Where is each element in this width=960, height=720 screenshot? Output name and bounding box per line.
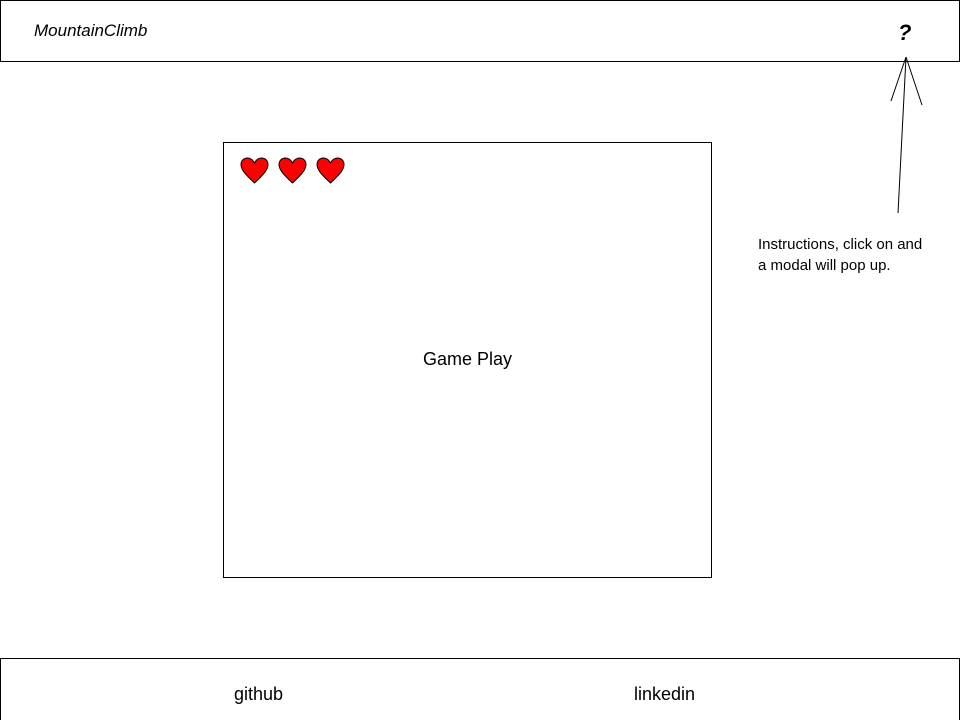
lives-display bbox=[240, 157, 345, 184]
help-button[interactable]: ? bbox=[898, 20, 912, 45]
app-title: MountainClimb bbox=[34, 21, 148, 40]
header-bar: MountainClimb ? bbox=[0, 0, 960, 62]
arrow-shaft bbox=[897, 56, 907, 214]
footer-bar: github linkedin bbox=[0, 658, 960, 720]
arrow-head-right bbox=[905, 56, 923, 106]
game-play-label: Game Play bbox=[422, 349, 513, 369]
instructions-note: Instructions, click on and a modal will … bbox=[758, 236, 923, 274]
heart-icon bbox=[316, 157, 345, 184]
heart-icon bbox=[278, 157, 307, 184]
github-link[interactable]: github bbox=[234, 684, 284, 704]
heart-icon bbox=[240, 157, 269, 184]
linkedin-link[interactable]: linkedin bbox=[634, 684, 696, 704]
game-area[interactable]: Game Play bbox=[223, 142, 712, 578]
arrow-head-left bbox=[890, 56, 907, 102]
